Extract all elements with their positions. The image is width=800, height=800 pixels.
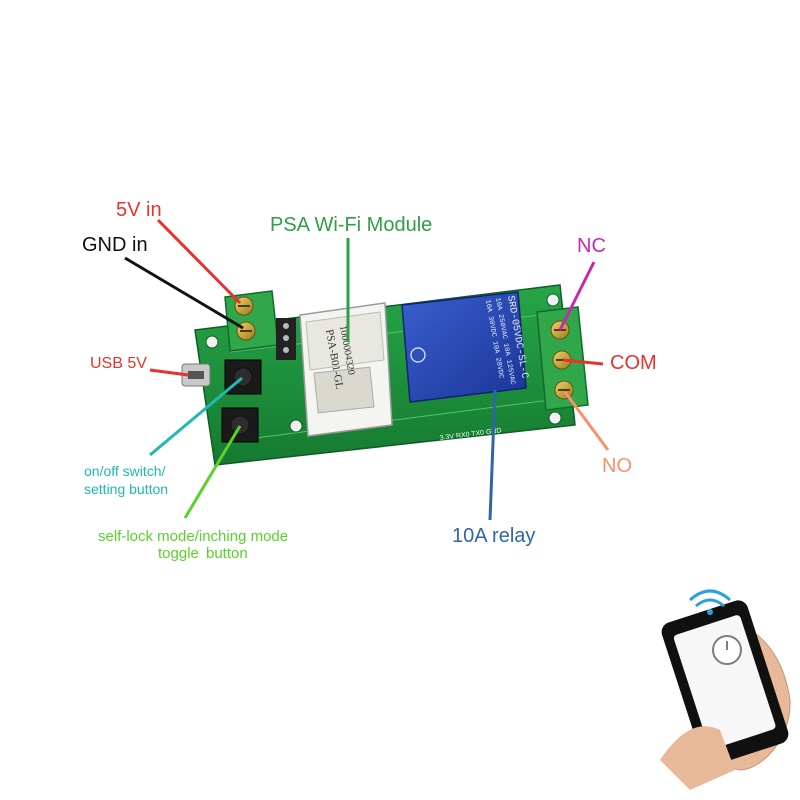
- label-gnd-in: GND in: [82, 234, 148, 256]
- label-selflock-toggle: toggle: [158, 545, 199, 562]
- leader-selflock: [183, 425, 242, 519]
- leader-usb-5v: [149, 368, 189, 377]
- leader-no: [563, 391, 610, 451]
- mounting-hole: [289, 419, 303, 433]
- mounting-hole: [546, 293, 560, 307]
- label-nc: NC: [577, 235, 606, 257]
- power-terminal-block: [224, 290, 279, 352]
- pin-header: [276, 318, 296, 360]
- relay-terminal-block: [536, 306, 589, 411]
- label-usb-5v: USB 5V: [90, 355, 147, 372]
- label-onoff-line2: setting button: [84, 481, 169, 497]
- smartphone-app-icon: [660, 600, 791, 790]
- relay-component: SRD-05VDC-SL-C 10A 250VAC 10A 125VAC 10A…: [401, 291, 529, 403]
- wifi-module: PSA-B01-GL 1000004320: [299, 302, 393, 437]
- leader-5v-in: [156, 218, 242, 305]
- label-no: NO: [602, 455, 632, 477]
- label-wifi-module: PSA Wi-Fi Module: [270, 214, 433, 236]
- leader-nc: [558, 261, 596, 331]
- wifi-icon: [688, 589, 732, 615]
- leader-com: [562, 358, 604, 366]
- leader-onoff: [149, 376, 243, 457]
- mounting-hole: [205, 335, 219, 349]
- mounting-hole: [548, 411, 562, 425]
- leader-relay: [488, 389, 497, 521]
- label-com: COM: [610, 352, 657, 374]
- leader-gnd-in: [124, 256, 244, 330]
- label-relay: 10A relay: [452, 525, 536, 547]
- label-selflock-line1: self-lock mode/inching mode: [98, 528, 289, 545]
- certification-mark: [410, 347, 426, 363]
- label-selflock-button: button: [206, 545, 248, 562]
- mode-toggle-button: [221, 407, 259, 443]
- label-onoff-line1: on/off switch/: [84, 463, 166, 479]
- label-5v-in: 5V in: [116, 199, 162, 221]
